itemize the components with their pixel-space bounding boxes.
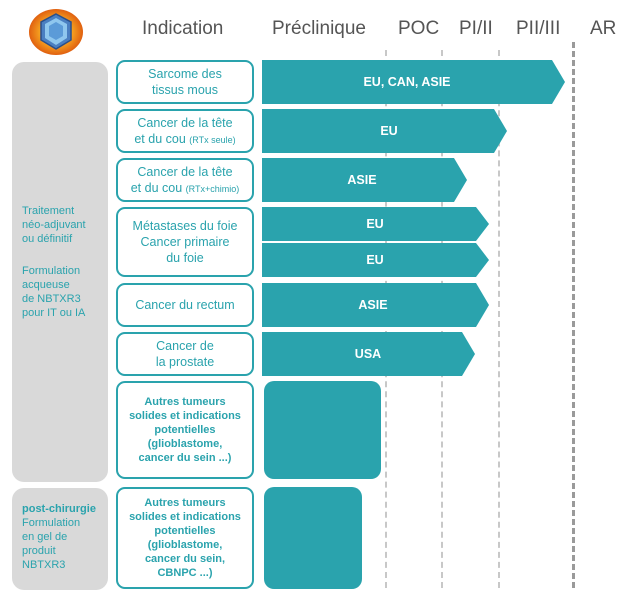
bar-rectum (262, 283, 489, 327)
header-poc: POC (398, 18, 440, 39)
header-preclinique: Préclinique (272, 18, 366, 39)
divider-phase-2-3 (498, 50, 500, 588)
bar-prostate (262, 332, 475, 376)
bar-tete-cou-rtx (262, 109, 507, 153)
sidebar-post-surgery (12, 488, 108, 590)
sidebar-neoadjuvant (12, 62, 108, 482)
header-ar: AR (590, 18, 617, 39)
bar-label-prostate: USA (354, 347, 382, 361)
header-indication: Indication (142, 18, 224, 39)
header-phase-2-3: PII/III (516, 18, 561, 39)
nanobiotix-logo (28, 8, 84, 56)
sidebar-neoadjuvant-title: Traitement néo-adjuvant ou définitif (22, 205, 86, 245)
bar-cancer-primaire-foie (262, 243, 489, 277)
bar-label-sarcome: EU, CAN, ASIE (363, 75, 451, 89)
bar-label-tete-cou-rtx: EU (380, 124, 398, 138)
bar-label-tete-cou-rtx-chimio: ASIE (347, 173, 377, 187)
sidebar-neoadjuvant-desc: Formulation acqueuse de NBTXR3 pour IT o… (22, 265, 86, 319)
bar-metastases-foie (262, 207, 489, 241)
block-autres-tumeurs (264, 381, 381, 479)
divider-ar (572, 42, 575, 588)
block-autres-tumeurs-post-chirurgie (264, 487, 362, 589)
header-phase-1-2: PI/II (459, 18, 493, 39)
sidebar-post-surgery-text: post-chirurgie Formulation en gel de pro… (22, 503, 96, 571)
bar-label-rectum: ASIE (358, 298, 388, 312)
bar-sarcome (262, 60, 565, 104)
bar-tete-cou-rtx-chimio (262, 158, 467, 202)
bar-label-cancer-primaire-foie: EU (366, 253, 384, 267)
indication-rectum: Cancer du rectum (116, 283, 254, 327)
bar-label-metastases-foie: EU (366, 217, 384, 231)
